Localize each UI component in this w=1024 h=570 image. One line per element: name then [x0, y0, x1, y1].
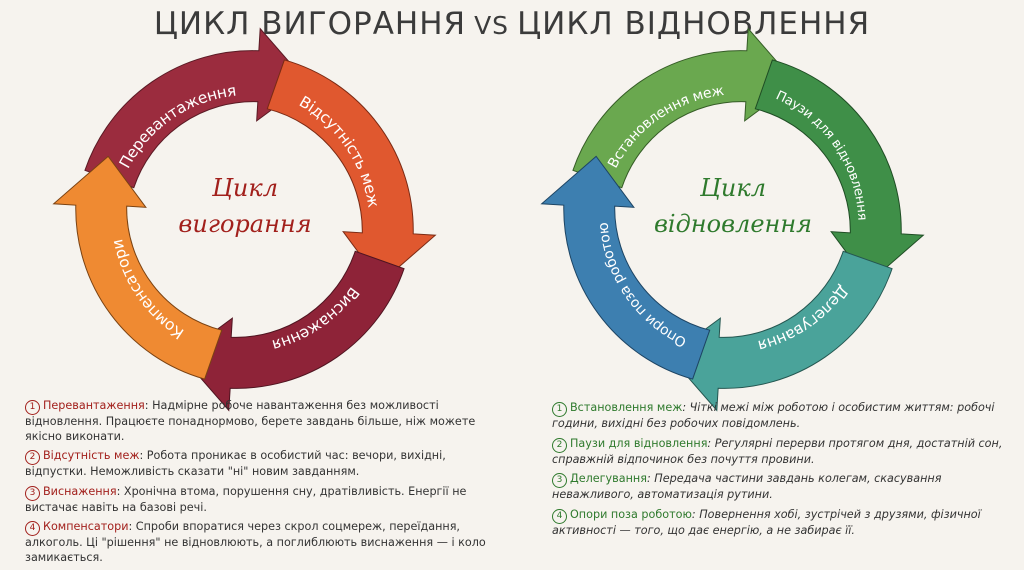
recovery-center-line1: Цикл [699, 174, 766, 202]
legend-description: : Повернення хобі, зустрічей з друзями, … [552, 507, 981, 537]
burnout-arrow-exhaustion [180, 250, 405, 412]
legend-number: 1 [25, 400, 40, 415]
burnout-arrow-compensators [52, 155, 223, 380]
recovery-arrow-delegation [668, 250, 893, 412]
recovery-cycle: Встановлення меж Паузи для відновлення Д… [540, 27, 925, 412]
recovery-center-line2: відновлення [654, 210, 812, 238]
legend-description: : Передача частини завдань колегам, скас… [552, 472, 942, 501]
legend-term: Виснаження [43, 484, 117, 498]
legend-number: 4 [552, 508, 567, 524]
burnout-arrow-overload [84, 27, 309, 189]
legend-number: 4 [25, 521, 40, 536]
title-left: ЦИКЛ ВИГОРАННЯ [153, 6, 467, 42]
burnout-arrow-no-boundaries [266, 59, 437, 284]
legend-number: 1 [552, 402, 567, 417]
legend-description: : Надмірне робоче навантаження без можли… [25, 399, 476, 443]
recovery-arrow-pauses [754, 59, 925, 284]
legend-term: Делегування [570, 472, 647, 485]
legend-term: Компенсатори [43, 520, 129, 533]
legend-term: Перевантаження [43, 399, 145, 412]
legend-term: Встановлення меж [570, 401, 683, 414]
legend-description: : Хронічна втома, порушення сну, дратівл… [25, 484, 467, 514]
recovery-arrow-boundaries [572, 27, 797, 189]
title-vs: VS [474, 11, 510, 40]
burnout-center-line1: Цикл [211, 174, 278, 202]
legend-description: : Чіткі межі між роботою і особистим жит… [552, 401, 995, 430]
legend-number: 2 [552, 437, 567, 453]
legend-number: 3 [552, 473, 567, 488]
burnout-cycle: Перевантаження Відсутність меж Виснаженн… [52, 27, 437, 412]
legend-number: 2 [25, 450, 40, 465]
recovery-arrow-support [540, 155, 711, 380]
title-right: ЦИКЛ ВІДНОВЛЕННЯ [517, 6, 871, 42]
burnout-center-line2: вигорання [178, 210, 311, 238]
legend-term: Опори поза роботою [570, 507, 692, 521]
legend-number: 3 [25, 485, 40, 501]
legend-term: Паузи для відновлення [570, 436, 708, 450]
legend-description: : Робота проникає в особистий час: вечор… [25, 449, 446, 478]
legend-term: Відсутність меж [43, 449, 140, 462]
legend-description: : Регулярні перерви протягом дня, достат… [552, 436, 1003, 466]
